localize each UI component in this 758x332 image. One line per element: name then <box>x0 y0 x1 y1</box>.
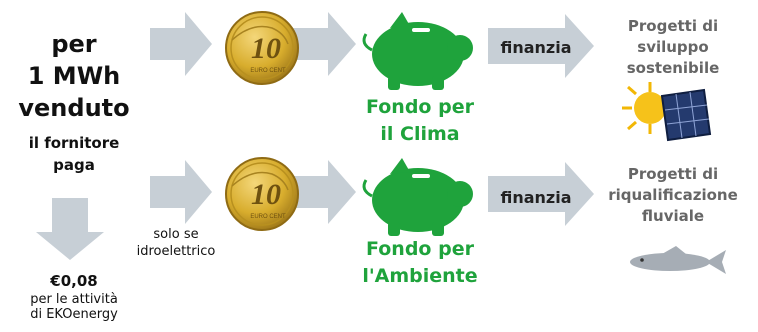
right-arrow-icon <box>150 160 212 224</box>
supplier-line-1: il fornitore <box>28 134 120 152</box>
euro-coin-10-cent-icon: 10 EURO CENT <box>225 157 299 231</box>
project-sustainable-line-2: sviluppo <box>637 38 709 56</box>
right-arrow-icon <box>150 12 212 76</box>
hydro-condition-label: solo se idroelettrico <box>122 226 230 260</box>
project-river-line-2: riqualificazione <box>608 186 738 204</box>
supplier-line-2: paga <box>53 156 95 174</box>
piggy-bank-icon <box>362 158 473 236</box>
coin-legend: EURO CENT <box>250 214 286 220</box>
ekoenergy-note-line-2: di EKOenergy <box>30 307 118 322</box>
fund-environment-line-2: l'Ambiente <box>362 265 478 287</box>
fund-climate-line-1: Fondo per <box>366 96 474 118</box>
heading-line-2: 1 MWh <box>27 62 121 90</box>
down-arrow-icon <box>36 198 104 260</box>
per-mwh-heading: per 1 MWh venduto <box>4 28 144 124</box>
supplier-pays-label: il fornitore paga <box>4 132 144 176</box>
condition-line-1: solo se <box>153 227 199 242</box>
ekoenergy-note-line-1: per le attività <box>30 292 118 307</box>
project-sustainable-line-1: Progetti di <box>627 17 719 35</box>
fund-climate-line-2: il Clima <box>380 123 460 145</box>
fund-environment-label: Fondo per l'Ambiente <box>340 236 500 290</box>
fund-environment-line-1: Fondo per <box>366 238 474 260</box>
ekoenergy-amount: €0,08 <box>50 272 98 290</box>
euro-coin-10-cent-icon: 10 EURO CENT <box>225 11 299 85</box>
project-sustainable-label: Progetti di sviluppo sostenibile <box>588 16 758 79</box>
solar-panel-sun-icon <box>622 82 712 142</box>
coin-legend: EURO CENT <box>250 68 286 74</box>
project-river-label: Progetti di riqualificazione fluviale <box>588 164 758 227</box>
fish-icon <box>630 246 726 274</box>
heading-line-3: venduto <box>18 94 130 122</box>
right-arrow-icon <box>488 14 594 78</box>
finance-label-bottom: finanzia <box>500 188 572 207</box>
right-arrow-icon <box>488 162 594 226</box>
heading-line-1: per <box>51 30 97 58</box>
piggy-bank-icon <box>362 12 473 90</box>
ekoenergy-note: per le attività di EKOenergy <box>4 292 144 322</box>
project-sustainable-line-3: sostenibile <box>626 59 720 77</box>
right-arrow-icon <box>292 12 356 76</box>
project-river-line-1: Progetti di <box>627 165 719 183</box>
condition-line-2: idroelettrico <box>136 244 216 259</box>
fund-climate-label: Fondo per il Clima <box>340 94 500 148</box>
coin-value: 10 <box>251 32 281 65</box>
project-river-line-3: fluviale <box>641 207 705 225</box>
right-arrow-icon <box>292 160 356 224</box>
finance-label-top: finanzia <box>500 38 572 57</box>
coin-value: 10 <box>251 178 281 211</box>
